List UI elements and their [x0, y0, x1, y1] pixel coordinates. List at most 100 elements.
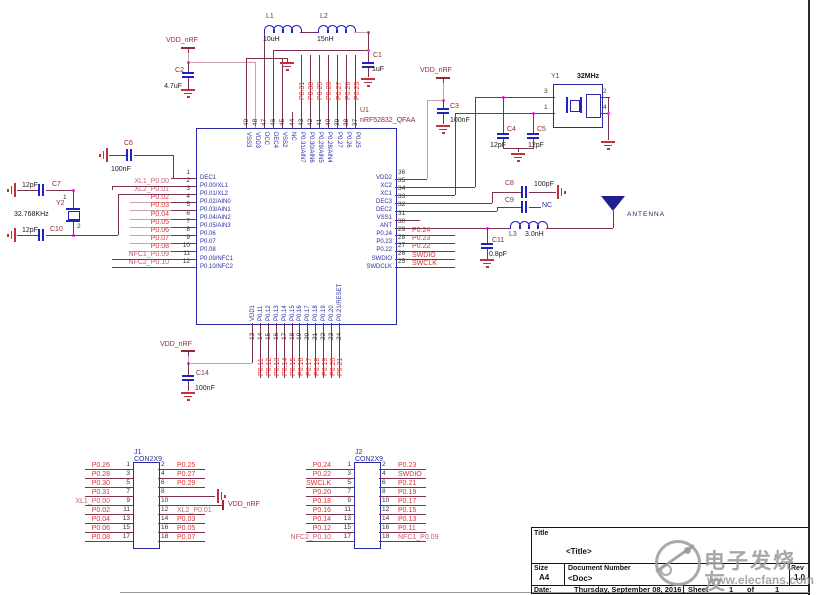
wire	[395, 195, 455, 196]
wire	[608, 97, 609, 140]
net-label: P0.29	[317, 81, 325, 100]
pin-number: 6	[382, 479, 386, 486]
wire	[455, 113, 456, 195]
wire	[46, 190, 73, 191]
wire	[188, 356, 189, 363]
net-label: P0.28	[91, 471, 110, 478]
titleblock-sheet-label: Sheet	[688, 585, 709, 594]
wire	[338, 323, 340, 378]
net-label: XL2_P0.01	[177, 507, 212, 514]
wire	[306, 532, 354, 533]
net-label: P0.31	[299, 81, 307, 100]
cap-C7-ref: C7	[52, 181, 61, 188]
net-label: P0.18	[313, 357, 321, 376]
pin-name: P0.03/AIN1	[200, 206, 231, 213]
cap-C7-value: 12pF	[22, 182, 38, 189]
wire	[171, 194, 196, 196]
wire	[17, 190, 38, 191]
wire	[158, 469, 205, 470]
wire	[395, 267, 455, 269]
pin-name: P0.22	[376, 247, 392, 254]
cap-C1-ref: C1	[373, 52, 382, 59]
wire	[546, 228, 613, 229]
cap-C1-icon	[362, 66, 374, 68]
ground-icon	[7, 188, 9, 192]
net-label: SWDIO	[412, 251, 436, 259]
inductor-L1-ref: L1	[266, 13, 274, 20]
pin-number: 42	[306, 118, 314, 126]
wire	[171, 226, 196, 228]
titleblock-doc-label: Document Number	[568, 565, 631, 572]
wire	[171, 242, 196, 244]
ground-icon	[436, 125, 450, 127]
wire	[487, 248, 488, 259]
pin-number: 1	[126, 461, 130, 468]
pin-name: P0.01/XL2	[200, 190, 229, 197]
crystal-Y2-ref: Y2	[56, 200, 65, 207]
titleblock-doc: <Doc>	[568, 574, 593, 583]
pin-number: 28	[398, 233, 406, 241]
cap-C2-value: 4.7uF	[164, 83, 182, 90]
pin-name: P0.00/XL1	[200, 182, 229, 189]
pin-name: VDD1	[250, 304, 256, 321]
wire	[601, 113, 610, 114]
ground-icon	[604, 144, 612, 147]
pin-number: 7	[126, 488, 130, 495]
net-label: P0.17	[398, 498, 417, 505]
ground-icon	[186, 96, 190, 98]
ground-icon	[217, 489, 219, 503]
pin-number: 7	[347, 488, 351, 495]
ground-icon	[102, 151, 105, 159]
pin-number: 2	[382, 461, 386, 468]
net-label: P0.27	[335, 81, 343, 100]
net-label: P0.22	[412, 243, 431, 251]
wire	[273, 50, 274, 128]
wire	[299, 323, 301, 378]
pin-number: 47	[261, 118, 269, 126]
cap-C9-icon	[525, 201, 527, 213]
wire	[85, 532, 133, 533]
pin-name: P0.07	[200, 239, 216, 246]
inductor-L3-ref: L3	[509, 231, 517, 238]
wire	[188, 62, 189, 72]
cap-C9-value: NC	[542, 202, 553, 209]
pin-number: 34	[398, 185, 406, 193]
net-label: P0.20	[329, 357, 337, 376]
crystal-Y2-pin1: 1	[63, 194, 67, 201]
wire	[46, 235, 73, 236]
net-label: NFC2_P0.10	[128, 259, 169, 267]
titleblock-rev-label: Rev	[791, 565, 804, 572]
pin-name: ANT	[380, 223, 392, 230]
titleblock-total: 1	[775, 585, 780, 594]
wire	[533, 113, 534, 133]
cap-C3-icon	[437, 108, 449, 110]
net-label: P0.04	[91, 516, 110, 523]
ground-icon	[7, 233, 9, 237]
net-label: P0.26	[91, 462, 110, 469]
pin-number: 15	[264, 332, 272, 340]
ground-icon	[514, 156, 522, 159]
cap-C3-ref: C3	[450, 103, 459, 110]
pin-number: 40	[324, 118, 332, 126]
pin-name: XC1	[380, 190, 392, 197]
wire	[291, 323, 293, 378]
crystal-Y2-icon	[66, 220, 80, 222]
power-label-vdd-nrf: VDD_nRF	[166, 37, 198, 44]
wire	[379, 469, 426, 470]
wire	[309, 55, 311, 128]
wire	[85, 541, 133, 542]
connector-J2-body	[354, 462, 381, 549]
net-label: P0.30	[308, 81, 316, 100]
inductor-L1-icon	[291, 25, 302, 33]
pin-name: P0.27	[335, 132, 342, 148]
wire	[368, 67, 369, 77]
cap-C11-icon	[481, 243, 493, 245]
ground-icon	[184, 395, 192, 398]
pin-name: P0.28/AIN4	[326, 132, 333, 163]
wire	[427, 100, 443, 101]
cap-C5-icon	[527, 133, 539, 135]
net-label: P0.02	[91, 507, 110, 514]
net-label: SWCLK	[412, 259, 437, 267]
titleblock-date-label: Date:	[534, 587, 552, 594]
